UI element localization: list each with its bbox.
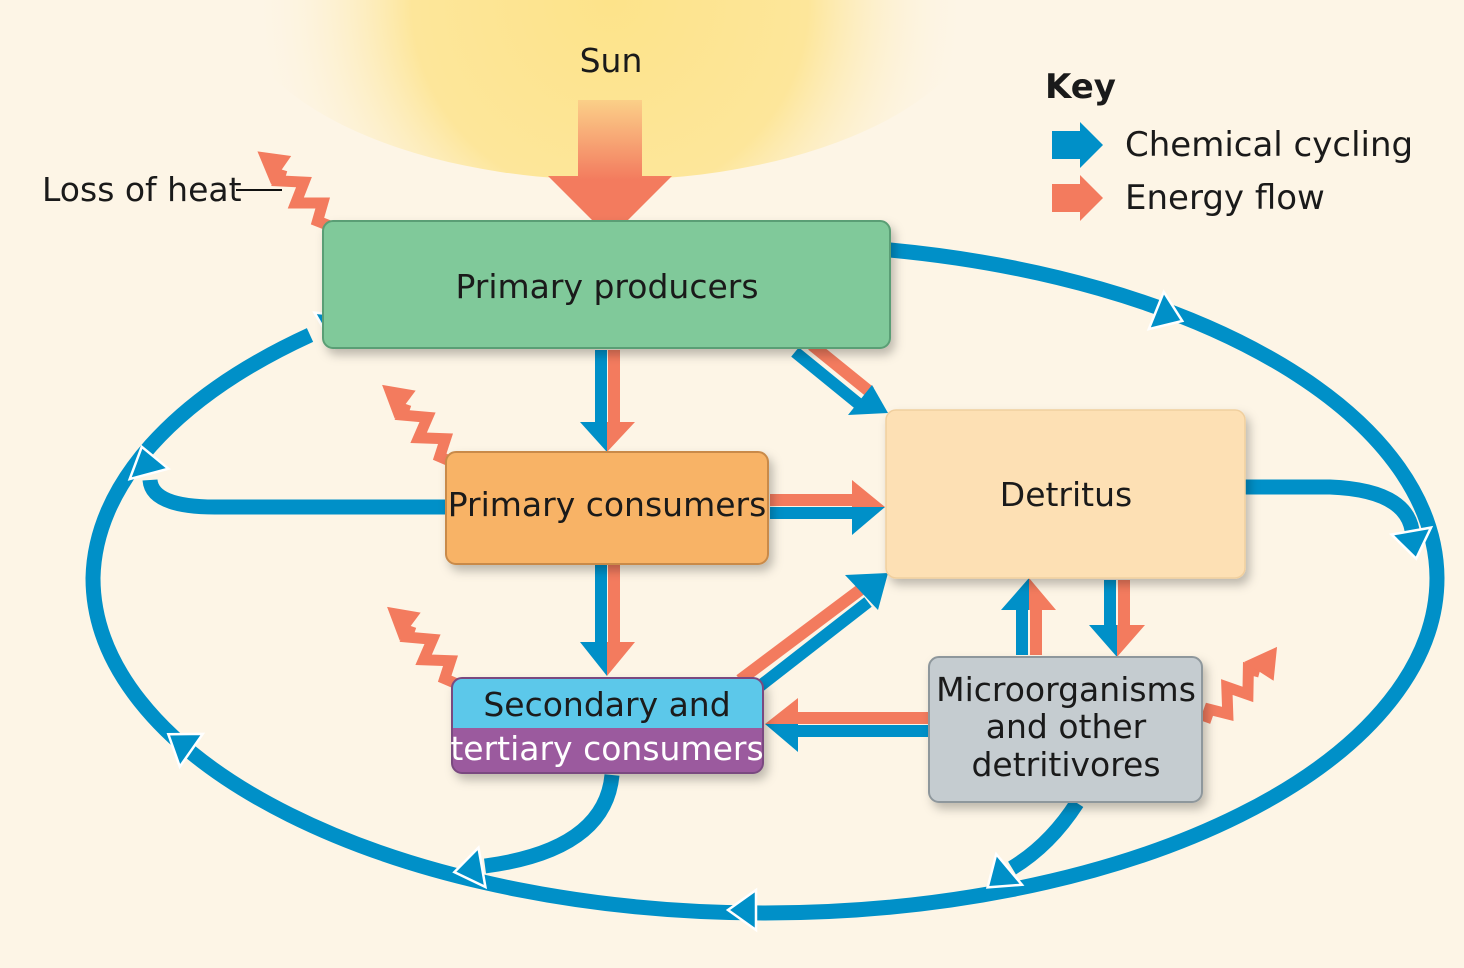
- svg-text:and other: and other: [986, 707, 1147, 746]
- node-secondary-tertiary-consumers: Secondary and tertiary consumers: [450, 677, 764, 774]
- sun-energy-arrow: [548, 100, 672, 238]
- svg-text:Microorganisms: Microorganisms: [936, 670, 1196, 709]
- legend-title: Key: [1045, 67, 1116, 107]
- svg-text:Primary producers: Primary producers: [455, 267, 758, 306]
- node-detritus: Detritus: [885, 409, 1246, 579]
- chemical-cycling-icon: [1052, 122, 1103, 168]
- node-primary-consumers: Primary consumers: [445, 451, 769, 565]
- sun-glow: [230, 0, 990, 180]
- svg-text:Primary consumers: Primary consumers: [448, 485, 767, 524]
- svg-text:Secondary and: Secondary and: [483, 685, 730, 724]
- energy-flow-icon: [1052, 175, 1103, 221]
- node-microorganisms-detritivores: Microorganisms and other detritivores: [928, 656, 1203, 803]
- legend: Key Chemical cycling Energy flow: [1045, 67, 1413, 221]
- chemical-cycle-loop: [85, 242, 1445, 921]
- svg-text:Detritus: Detritus: [1000, 475, 1132, 514]
- internal-flows: [580, 340, 1145, 752]
- sun-label: Sun: [580, 41, 643, 80]
- svg-text:detritivores: detritivores: [971, 745, 1160, 784]
- node-primary-producers: Primary producers: [322, 220, 891, 349]
- loss-of-heat-label: Loss of heat: [42, 170, 242, 209]
- svg-text:tertiary consumers: tertiary consumers: [450, 729, 763, 768]
- legend-chemical-cycling: Chemical cycling: [1125, 125, 1413, 165]
- legend-energy-flow: Energy flow: [1125, 178, 1325, 218]
